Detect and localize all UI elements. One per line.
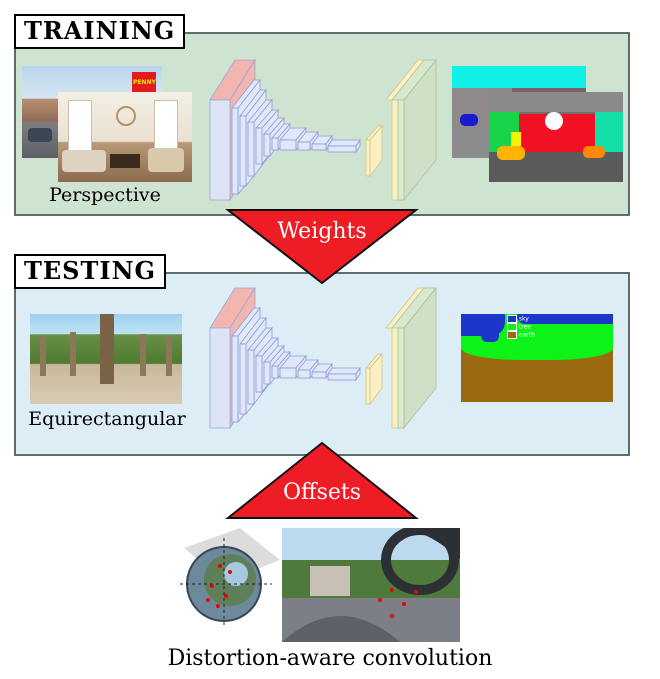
testing-tag: TESTING bbox=[14, 254, 167, 289]
distortion-aware-caption: Distortion-aware convolution bbox=[167, 646, 493, 671]
legend-swatch-earth bbox=[507, 331, 517, 339]
equirectangular-image bbox=[30, 314, 182, 404]
legend-label-earth: earth bbox=[518, 331, 535, 339]
legend-label-sky: sky bbox=[518, 315, 529, 323]
legend-swatch-tree bbox=[507, 323, 517, 331]
testing-network bbox=[209, 287, 437, 429]
perspective-caption: Perspective bbox=[49, 184, 161, 206]
equirectangular-caption: Equirectangular bbox=[28, 408, 186, 430]
legend-label-tree: tree bbox=[518, 323, 531, 331]
segmentation-map-living-room bbox=[489, 92, 623, 182]
legend-item-sky: sky bbox=[507, 315, 557, 323]
legend-item-earth: earth bbox=[507, 331, 557, 339]
panorama-image bbox=[282, 528, 460, 642]
legend-item-tree: tree bbox=[507, 323, 557, 331]
segmentation-legend: sky tree earth bbox=[507, 315, 557, 339]
sphere-icon bbox=[180, 528, 280, 628]
legend-swatch-sky bbox=[507, 315, 517, 323]
weights-label: Weights bbox=[277, 219, 367, 244]
weights-arrow bbox=[225, 209, 419, 285]
offsets-arrow bbox=[225, 441, 419, 519]
offsets-label: Offsets bbox=[282, 480, 362, 505]
training-tag: TRAINING bbox=[14, 14, 186, 49]
segmentation-map-equirectangular: sky tree earth bbox=[461, 314, 613, 402]
penny-sign: PENNY bbox=[133, 79, 156, 86]
training-network bbox=[209, 59, 437, 201]
perspective-image-living-room bbox=[58, 92, 192, 182]
